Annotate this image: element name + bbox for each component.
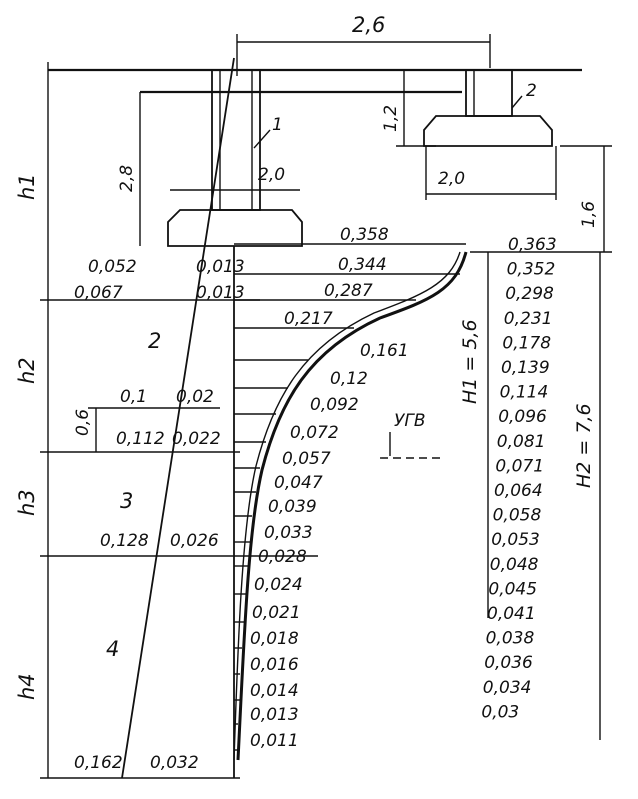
stress-curve-outer xyxy=(236,251,468,761)
right-value: 0,053 xyxy=(491,530,540,550)
curve-value: 0,12 xyxy=(330,369,368,389)
right-values: 0,363 0,352 0,298 0,231 0,178 0,139 0,114 0,096… xyxy=(481,235,556,722)
dim-footing-1: 2,0 xyxy=(258,165,285,185)
right-value: 0,045 xyxy=(488,579,537,599)
curve-value: 0,344 xyxy=(338,255,387,275)
curve-value: 0,014 xyxy=(250,681,299,701)
left-value-b: 0,013 xyxy=(196,257,245,277)
left-value-a: 0,128 xyxy=(100,531,149,551)
footing-1 xyxy=(167,209,303,247)
marker-2: 2 xyxy=(526,81,537,101)
marker-1: 1 xyxy=(272,115,283,135)
column-2 xyxy=(465,69,513,117)
leader-1 xyxy=(253,129,271,149)
curve-value: 0,057 xyxy=(282,449,331,469)
left-value-a: 0,112 xyxy=(116,429,165,449)
zone-3: 3 xyxy=(120,489,133,513)
curve-value: 0,013 xyxy=(250,705,299,725)
curve-values: 0,358 0,344 0,287 0,217 0,161 0,12 0,092 0,072 0… xyxy=(250,225,409,751)
curve-value: 0,161 xyxy=(360,341,409,361)
dim-0-6: 0,6 xyxy=(73,409,93,436)
dim-2-8: 2,8 xyxy=(117,165,137,192)
right-value: 0,231 xyxy=(504,309,553,329)
curve-value: 0,033 xyxy=(264,523,313,543)
right-value: 0,363 xyxy=(508,235,557,255)
left-value-a: 0,1 xyxy=(120,387,147,407)
curve-value: 0,287 xyxy=(324,281,373,301)
right-value: 0,096 xyxy=(498,407,547,427)
right-value: 0,034 xyxy=(483,678,532,698)
dim-footing-2: 2,0 xyxy=(438,169,465,189)
dim-H2: H2 = 7,6 xyxy=(573,403,595,488)
right-value: 0,352 xyxy=(507,260,556,280)
left-value-b: 0,022 xyxy=(172,429,221,449)
right-value: 0,058 xyxy=(493,506,542,526)
leader-2 xyxy=(511,95,523,109)
curve-value: 0,358 xyxy=(340,225,389,245)
right-value: 0,139 xyxy=(501,358,550,378)
left-value-a: 0,052 xyxy=(88,257,137,277)
left-value-a: 0,067 xyxy=(74,283,123,303)
right-value: 0,048 xyxy=(490,555,539,575)
curve-value: 0,047 xyxy=(274,473,323,493)
dim-1-2: 1,2 xyxy=(381,105,401,132)
right-value: 0,03 xyxy=(481,702,519,722)
right-value: 0,298 xyxy=(505,284,554,304)
right-value: 0,071 xyxy=(495,456,544,476)
curve-value: 0,217 xyxy=(284,309,333,329)
curve-value: 0,039 xyxy=(268,497,317,517)
left-value-b: 0,026 xyxy=(170,531,219,551)
right-value: 0,081 xyxy=(497,432,546,452)
hatching xyxy=(234,243,466,751)
curve-value: 0,072 xyxy=(290,423,339,443)
curve-value: 0,092 xyxy=(310,395,359,415)
layer-h2: h2 xyxy=(15,357,39,384)
dim-H1: H1 = 5,6 xyxy=(459,319,481,404)
layer-h4: h4 xyxy=(15,673,39,700)
curve-value: 0,021 xyxy=(252,603,301,623)
curve-value: 0,024 xyxy=(254,575,303,595)
curve-value: 0,028 xyxy=(258,547,307,567)
layer-h3: h3 xyxy=(15,489,39,516)
curve-value: 0,016 xyxy=(250,655,299,675)
layer-h1: h1 xyxy=(15,173,39,200)
dim-1-6: 1,6 xyxy=(579,201,599,228)
curve-value: 0,018 xyxy=(250,629,299,649)
right-value: 0,178 xyxy=(502,333,551,353)
right-value: 0,064 xyxy=(494,481,543,501)
footing-2 xyxy=(423,115,553,147)
left-value-b: 0,032 xyxy=(150,753,199,773)
right-value: 0,036 xyxy=(484,653,533,673)
zone-4: 4 xyxy=(106,637,119,661)
zone-2: 2 xyxy=(148,329,161,353)
marker-ugv: УГВ xyxy=(394,411,426,431)
right-value: 0,114 xyxy=(500,383,549,403)
left-value-b: 0,013 xyxy=(196,283,245,303)
dim-2-6: 2,6 xyxy=(352,13,385,37)
left-value-b: 0,02 xyxy=(176,387,214,407)
left-value-a: 0,162 xyxy=(74,753,123,773)
inclined-line xyxy=(121,57,235,779)
right-value: 0,038 xyxy=(486,629,535,649)
curve-value: 0,011 xyxy=(250,731,299,751)
right-value: 0,041 xyxy=(487,604,536,624)
left-values: 0,052 0,013 0,067 0,013 0,1 0,02 0,112 0,022 0,1… xyxy=(74,257,245,773)
